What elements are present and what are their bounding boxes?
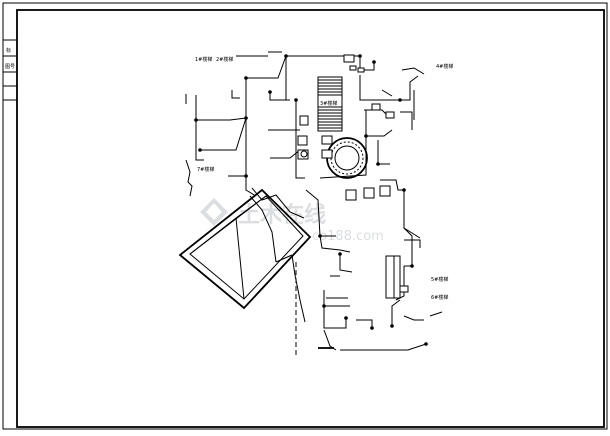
watermark-logo-icon xyxy=(200,198,228,226)
watermark-url: co188.com xyxy=(312,229,384,244)
pavilion-roof-outline xyxy=(178,187,312,323)
title-block-code-2: 图号 xyxy=(5,64,15,70)
watermark: 土木在线 co188.com xyxy=(200,198,384,244)
label-stair-5: 5#楼梯 xyxy=(431,276,448,283)
label-stair-7: 7#楼梯 xyxy=(197,166,214,173)
corridor-block xyxy=(385,255,401,299)
equipment-symbols xyxy=(297,54,409,293)
label-stair-6: 6#楼梯 xyxy=(431,294,448,301)
label-stair-2: 2#楼梯 xyxy=(216,56,233,63)
title-block: 标 图号 xyxy=(2,39,18,101)
watermark-brand: 土木在线 xyxy=(238,202,326,228)
section-mark-left xyxy=(185,159,193,197)
label-stair-1: 1#楼梯 xyxy=(195,56,212,63)
outer-border xyxy=(2,2,608,430)
stair-block-3 xyxy=(317,76,343,132)
title-block-code-1: 标 xyxy=(6,47,11,54)
circular-planter xyxy=(326,137,368,179)
label-stair-3: 3#楼梯 xyxy=(320,100,337,107)
label-stair-4: 4#楼梯 xyxy=(436,63,453,70)
pipe-nodes xyxy=(194,54,428,346)
inner-frame xyxy=(16,9,605,428)
pipe-network xyxy=(195,51,443,351)
